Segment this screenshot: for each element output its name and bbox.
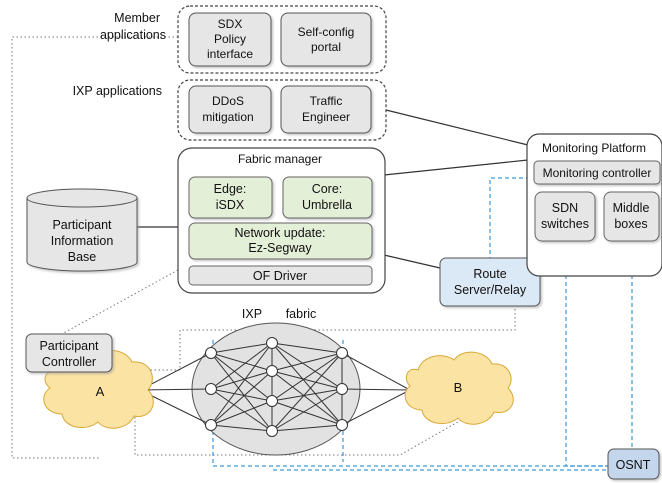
- cloud-b-label: B: [454, 380, 463, 395]
- participant-controller-label-1: Participant: [39, 339, 99, 353]
- switch-node: [266, 365, 278, 377]
- switch-node: [205, 383, 217, 395]
- traffic-engineer-box: [280, 85, 372, 134]
- participant-controller-box: [25, 333, 113, 373]
- traffic-label: Traffic: [310, 94, 343, 108]
- member-applications-group: [177, 5, 387, 74]
- ez-segway-label: Ez-Segway: [248, 241, 312, 255]
- middle-boxes-box: [603, 191, 660, 242]
- fabric-label: fabric: [286, 307, 317, 321]
- switch-node: [205, 419, 217, 431]
- switch-node: [336, 347, 348, 359]
- cloud-a-label: A: [96, 384, 105, 399]
- portal-label: portal: [311, 40, 341, 54]
- pib-to-participant-controller-link: [59, 269, 179, 336]
- ixp-applications-label: IXP applications: [73, 84, 162, 98]
- of-driver-label: OF Driver: [253, 269, 307, 283]
- core-umbrella-box: [282, 176, 373, 219]
- route-server-relay-box: [439, 257, 541, 307]
- fabric-switch-nodes: [205, 337, 348, 437]
- pib-label-2: Information: [51, 234, 114, 248]
- sdx-policy-interface-box: [188, 12, 272, 67]
- ddos-mitigation-box: [188, 85, 272, 134]
- server-relay-label: Server/Relay: [454, 283, 527, 297]
- monitoring-to-route-server-link: [489, 177, 530, 258]
- participant-controller-label-2: Controller: [42, 355, 96, 369]
- engineer-label: Engineer: [302, 110, 350, 124]
- policy-label: Policy: [214, 32, 246, 46]
- isdx-label: iSDX: [216, 198, 245, 212]
- self-config-label: Self-config: [298, 25, 355, 39]
- interface-label: interface: [207, 47, 253, 61]
- monitoring-controller-label: Monitoring controller: [543, 166, 652, 180]
- ixp-fabric-label: IXP: [242, 307, 262, 321]
- switch-node: [336, 419, 348, 431]
- pib-label-3: Base: [68, 250, 97, 264]
- switches-label: switches: [541, 217, 589, 231]
- edge-isdx-box: [188, 176, 273, 219]
- network-update-label: Network update:: [234, 226, 325, 240]
- participant-information-base-cylinder: [26, 188, 138, 272]
- osnt-label: OSNT: [616, 458, 651, 472]
- self-config-portal-box: [280, 12, 372, 67]
- edge-label: Edge:: [214, 182, 247, 196]
- of-driver-box: [188, 265, 373, 286]
- member-applications-label-2: applications: [100, 28, 166, 42]
- monitoring-controller-box: [533, 160, 661, 185]
- cloud-b: [404, 351, 514, 425]
- mitigation-label: mitigation: [202, 110, 253, 124]
- core-label: Core:: [312, 182, 343, 196]
- route-label: Route: [473, 267, 506, 281]
- member-apps-to-participant-link: [11, 36, 178, 459]
- switch-node: [336, 383, 348, 395]
- switch-node: [266, 395, 278, 407]
- ddos-label: DDoS: [212, 94, 244, 108]
- switch-node: [266, 337, 278, 349]
- pib-label-1: Participant: [52, 218, 112, 232]
- member-applications-label: Member: [114, 11, 160, 25]
- sdn-switches-box: [534, 191, 596, 242]
- monitoring-platform-label: Monitoring Platform: [542, 141, 646, 155]
- switch-node: [205, 347, 217, 359]
- fabric-to-route-server-line: [383, 254, 441, 269]
- route-server-to-b-link: [179, 305, 516, 370]
- boxes-label: boxes: [614, 217, 647, 231]
- fabric-manager-label: Fabric manager: [238, 152, 322, 166]
- sdx-label: SDX: [218, 17, 243, 31]
- sdn-label: SDN: [552, 201, 578, 215]
- middle-label: Middle: [613, 201, 650, 215]
- osnt-box: [607, 448, 660, 480]
- ixp-applications-group: [177, 79, 387, 141]
- umbrella-label: Umbrella: [302, 198, 352, 212]
- network-update-box: [188, 222, 373, 260]
- ixp-apps-to-monitoring-line: [385, 109, 529, 146]
- fabric-to-monitoring-line: [383, 159, 529, 176]
- switch-node: [266, 425, 278, 437]
